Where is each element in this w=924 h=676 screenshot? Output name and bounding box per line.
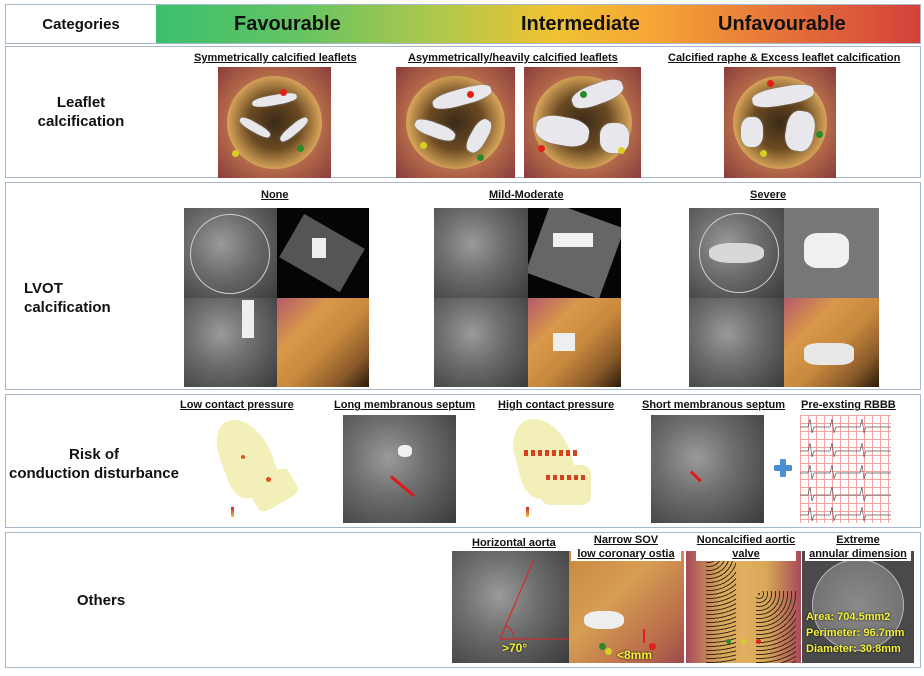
caption-narrow-sov: Narrow SOV low coronary ostia	[571, 533, 681, 561]
lvot-mild-moderate-image	[434, 208, 621, 387]
yellow-marker-dot	[231, 150, 239, 158]
green-marker-dot	[297, 144, 305, 152]
narrow-sov-image: <8mm	[569, 551, 684, 663]
caption-horizontal-aorta: Horizontal aorta	[472, 537, 556, 549]
caption-short-membranous-septum: Short membranous septum	[642, 399, 786, 411]
noncalcified-valve-image	[686, 551, 801, 663]
favourable-label: Favourable	[234, 13, 341, 35]
lvot-severe-image	[689, 208, 879, 387]
lvot-calcification-panel: LVOT calcification None Mild-Moderate Se…	[5, 182, 921, 390]
red-measurement-arrow	[390, 475, 415, 497]
long-membranous-septum-image	[343, 415, 456, 523]
caption-calcified-raphe: Calcified raphe & Excess leaflet calcifi…	[668, 52, 901, 64]
annulus-perimeter: Perimeter: 96.7mm	[806, 627, 905, 639]
label-line-1: Risk of	[68, 446, 119, 463]
leaflet-calcification-panel: Leaflet calcification Symmetrically calc…	[5, 46, 921, 178]
annulus-diameter: Diameter: 30.8mm	[806, 643, 901, 655]
caption-line-1: Noncalcified aortic	[696, 534, 796, 546]
caption-lvot-severe: Severe	[750, 189, 787, 201]
ecg-trace	[800, 418, 891, 522]
red-measurement-arrow	[643, 629, 645, 643]
caption-extreme-annular: Extreme annular dimension	[805, 533, 911, 561]
calcified-raphe-image	[724, 67, 836, 178]
category-header: Categories Favourable Intermediate Unfav…	[5, 4, 921, 44]
label-line-2: calcification	[37, 113, 125, 130]
categories-label: Categories	[6, 5, 156, 43]
rbbb-ecg-image	[800, 415, 891, 523]
others-panel: Others Horizontal aorta >70° <8mm Narrow…	[5, 532, 921, 668]
caption-asymmetric-leaflets: Asymmetrically/heavily calcified leaflet…	[408, 52, 618, 64]
leaflet-calcification-label: Leaflet calcification	[6, 93, 156, 131]
risk-gradient-bar: Favourable Intermediate Unfavourable	[156, 5, 920, 43]
conduction-disturbance-label: Risk of conduction disturbance	[6, 445, 182, 483]
label-line-2: conduction disturbance	[8, 465, 179, 482]
caption-line-1: Extreme	[836, 534, 880, 546]
extreme-annular-image: Area: 704.5mm2 Perimeter: 96.7mm Diamete…	[802, 551, 914, 663]
low-contact-pressure-model	[211, 415, 301, 520]
unfavourable-label: Unfavourable	[718, 13, 846, 35]
horizontal-aorta-image: >70°	[452, 551, 569, 663]
caption-line-2: annular dimension	[809, 548, 907, 560]
lvot-none-image	[184, 208, 369, 387]
caption-pre-existing-rbbb: Pre-exsting RBBB	[801, 399, 896, 411]
lvot-calcification-label: LVOT calcification	[24, 280, 111, 316]
short-membranous-septum-image	[651, 415, 764, 523]
caption-lvot-mild-moderate: Mild-Moderate	[489, 189, 564, 201]
others-label: Others	[76, 592, 126, 609]
caption-noncalcified-valve: Noncalcified aortic valve	[696, 533, 796, 561]
asymmetric-leaflets-image-1	[396, 67, 515, 178]
height-annotation: <8mm	[617, 648, 653, 662]
asymmetric-leaflets-image-2	[524, 67, 641, 178]
red-marker-dot	[280, 89, 288, 97]
plus-icon	[774, 459, 792, 477]
high-contact-pressure-model	[506, 415, 601, 520]
caption-line-1: Narrow SOV	[593, 534, 659, 546]
caption-line-2: valve	[732, 548, 760, 560]
caption-lvot-none: None	[261, 189, 289, 201]
conduction-disturbance-panel: Risk of conduction disturbance Low conta…	[5, 394, 921, 528]
caption-high-contact-pressure: High contact pressure	[498, 399, 615, 411]
caption-symmetric-leaflets: Symmetrically calcified leaflets	[194, 52, 357, 64]
intermediate-label: Intermediate	[521, 13, 640, 35]
angle-annotation: >70°	[502, 641, 528, 655]
caption-line-2: low coronary ostia	[577, 548, 675, 560]
caption-low-contact-pressure: Low contact pressure	[180, 399, 294, 411]
annulus-area: Area: 704.5mm2	[806, 611, 891, 623]
caption-long-membranous-septum: Long membranous septum	[334, 399, 476, 411]
symmetric-leaflets-image	[218, 67, 331, 178]
red-measurement-arrow	[690, 470, 702, 483]
angle-lines	[499, 558, 569, 640]
label-line-1: Leaflet	[56, 94, 106, 111]
